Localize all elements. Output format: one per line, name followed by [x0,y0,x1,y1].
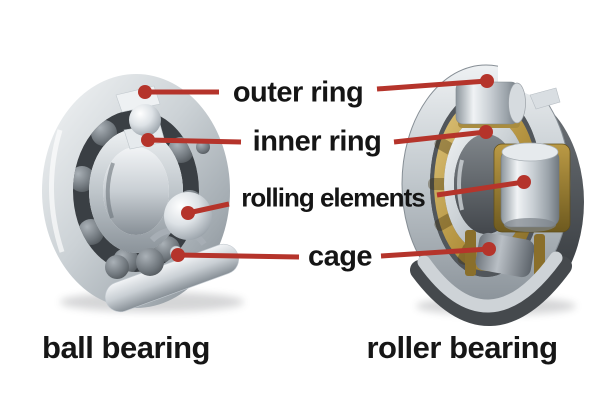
connector-inner-ring [141,125,493,147]
middle-roller-cap [501,142,559,162]
top-roller [455,81,526,128]
outer-ring-shape [41,73,230,309]
bore-highlight [457,159,464,211]
label-inner-ring: inner ring [252,125,382,158]
outer-ring-highlight [49,129,65,253]
connector-rolling-elements [181,175,531,220]
connector-outer-ring [138,74,494,99]
caption-roller-bearing: roller bearing [366,330,558,365]
ball-bearing-illustration [41,73,239,313]
label-cage: cage [307,240,373,273]
roller-bearing-illustration [401,58,584,326]
bottom-rim-light [417,251,563,313]
label-outer-ring: outer ring [232,76,364,109]
middle-roller [493,142,571,233]
bore-inner-shadow [105,162,115,219]
ball-top [129,104,161,136]
middle-roller-base-shade [504,218,556,232]
top-cut-face [529,87,561,110]
bore [103,147,169,235]
dark-ball-on-flange-2 [105,255,129,279]
label-rolling-elements: rolling elements [241,182,425,213]
inner-ring-shape [89,129,183,253]
top-roller-cap [508,82,526,124]
brass-bar-left [465,230,476,276]
dark-ball-on-flange-1 [136,248,164,276]
caption-ball-bearing: ball bearing [42,330,210,365]
connector-cage [171,242,496,262]
bottom-rim-dark [410,256,572,326]
